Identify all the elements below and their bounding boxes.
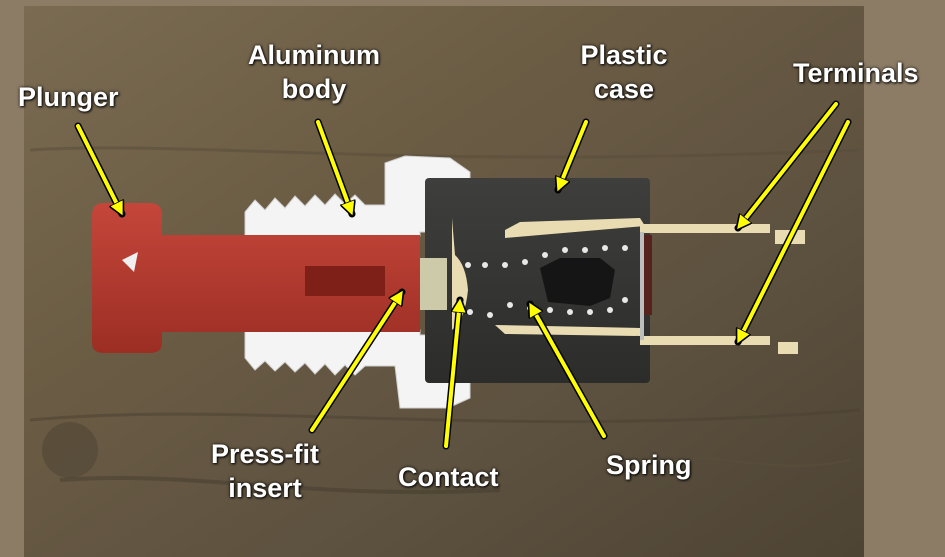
label-terminals-text: Terminals [793,58,919,88]
label-plastic-line1: Plastic [580,40,668,70]
label-aluminum-line1: Aluminum [248,40,380,70]
label-plunger: Plunger [18,80,119,114]
label-pressfit-line1: Press-fit [210,439,320,469]
label-plastic-line2: case [593,74,655,104]
label-terminals: Terminals [793,56,919,90]
arrow-terminal-lower [734,118,852,342]
arrow-aluminum-body [314,118,352,214]
arrow-contact [442,300,460,450]
label-spring-text: Spring [606,450,692,480]
label-plastic-case: Plastic case [574,38,674,106]
terminals [495,218,805,354]
arrow-press-fit [308,292,406,434]
label-pressfit-line2: insert [228,473,302,503]
arrow-plastic-case [554,118,590,190]
label-aluminum-body: Aluminum body [234,38,394,106]
label-contact: Contact [398,460,499,494]
spring [465,245,628,318]
arrows [74,100,852,450]
label-plunger-text: Plunger [18,82,119,112]
label-press-fit-insert: Press-fit insert [200,437,330,505]
label-spring: Spring [606,448,692,482]
arrow-terminal-upper [734,100,840,228]
arrow-spring [526,304,608,440]
label-aluminum-line2: body [281,74,347,104]
arrow-plunger [74,122,126,214]
label-contact-text: Contact [398,462,499,492]
plunger [92,203,420,353]
